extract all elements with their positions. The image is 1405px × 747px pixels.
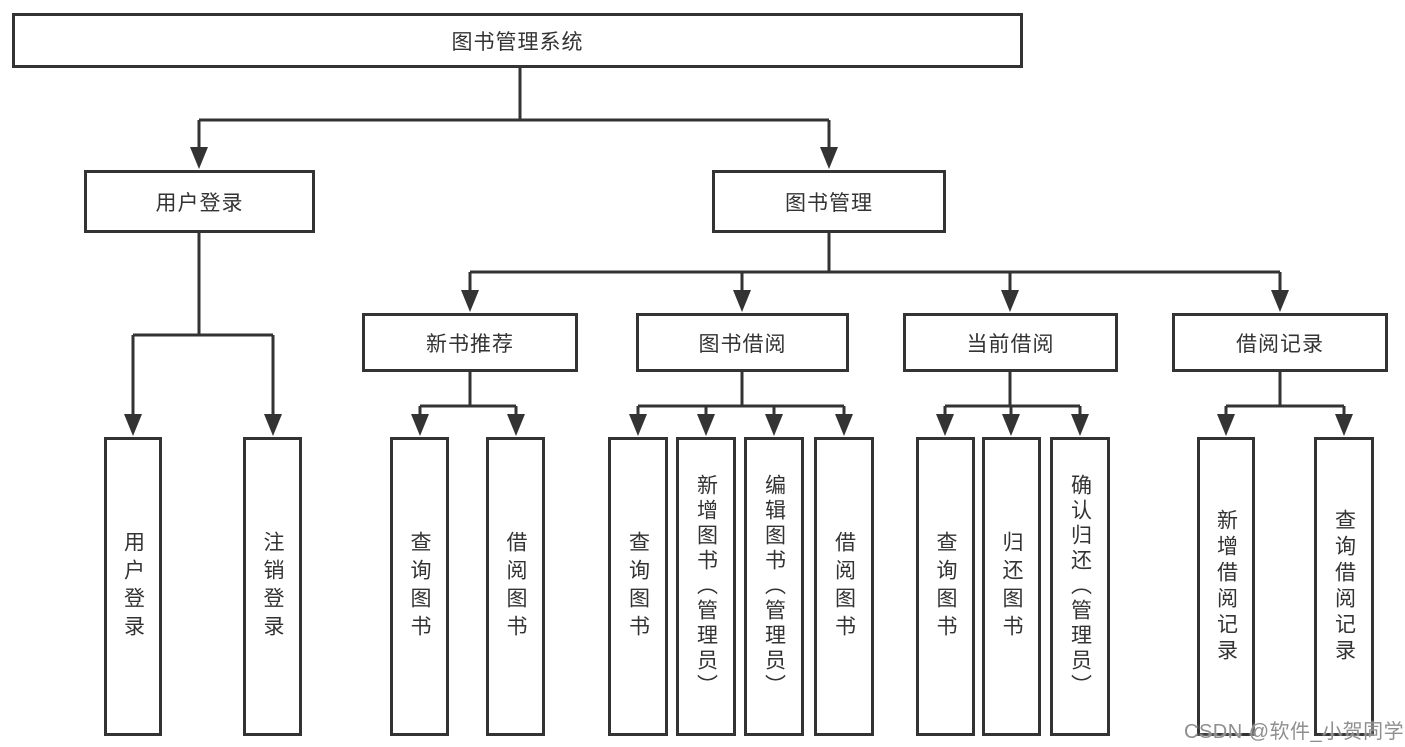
arrow-down-icon [264,414,282,436]
node-leaf-query-borrow-record: 查询借阅记录 [1314,437,1374,736]
node-leaf-borrow-book: 借阅图书 [814,437,874,736]
node-leaf-add-book-admin: 新增图书（管理员） [676,437,736,736]
connector-book-borrowing-to-leaves [636,372,846,417]
node-current-borrowing: 当前借阅 [903,313,1118,372]
node-new-book-recommend: 新书推荐 [362,313,578,372]
arrow-down-icon [190,147,208,169]
node-user-login: 用户登录 [84,170,315,233]
arrow-down-icon [629,414,647,436]
node-leaf-confirm-return-admin: 确认归还（管理员） [1050,437,1110,736]
arrow-down-icon [936,414,954,436]
arrow-down-icon [1002,414,1020,436]
csdn-watermark: CSDN @软件_小贺同学 [1184,721,1405,743]
node-book-management: 图书管理 [712,170,946,233]
arrow-down-icon [1071,414,1089,436]
arrow-down-icon [765,414,783,436]
arrow-down-icon [1271,290,1289,312]
node-leaf-query-book-borrow: 查询图书 [608,437,668,736]
connector-root-to-level2 [197,68,831,150]
node-leaf-edit-book-admin: 编辑图书（管理员） [744,437,804,736]
arrow-down-icon [1217,414,1235,436]
connector-borrowing-records-to-leaves [1224,372,1346,417]
arrow-down-icon [820,147,838,169]
arrow-down-icon [461,290,479,312]
connector-user-login-to-leaves [131,233,275,417]
node-book-borrowing: 图书借阅 [636,313,849,372]
arrow-down-icon [124,414,142,436]
node-leaf-borrow-book-recommend: 借阅图书 [486,437,545,736]
arrow-down-icon [835,414,853,436]
node-borrowing-records: 借阅记录 [1172,313,1388,372]
arrow-down-icon [507,414,525,436]
node-leaf-return-book: 归还图书 [982,437,1041,736]
node-leaf-user-login: 用户登录 [104,437,162,736]
node-leaf-add-borrow-record: 新增借阅记录 [1197,437,1255,736]
node-root: 图书管理系统 [12,13,1023,68]
node-leaf-query-book-recommend: 查询图书 [390,437,449,736]
arrow-down-icon [733,290,751,312]
connector-current-borrowing-to-leaves [943,372,1082,417]
arrow-down-icon [697,414,715,436]
connector-new-book-recommend-to-leaves [418,372,518,417]
node-leaf-query-book-current: 查询图书 [916,437,975,736]
arrow-down-icon [1335,414,1353,436]
connector-book-management-to-level3 [468,233,1282,293]
node-leaf-logout: 注销登录 [243,437,302,736]
arrow-down-icon [1001,290,1019,312]
arrow-down-icon [411,414,429,436]
